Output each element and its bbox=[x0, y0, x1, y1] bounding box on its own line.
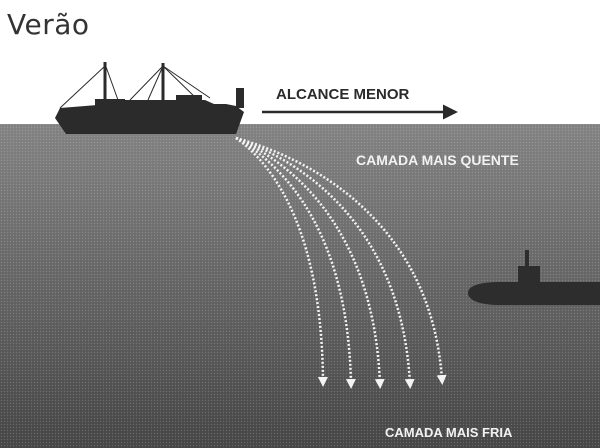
sonar-rays bbox=[235, 136, 447, 389]
sonar-ray bbox=[235, 136, 447, 385]
sonar-ray bbox=[235, 136, 328, 387]
sonar-ray bbox=[235, 136, 356, 389]
cold-layer-label: CAMADA MAIS FRIA bbox=[385, 425, 513, 440]
ship-icon bbox=[55, 62, 244, 134]
sonar-ray bbox=[235, 136, 415, 389]
page-title: Verão bbox=[7, 8, 90, 41]
warm-layer-label: CAMADA MAIS QUENTE bbox=[356, 152, 519, 168]
submarine-icon bbox=[468, 250, 600, 305]
range-label: ALCANCE MENOR bbox=[276, 86, 410, 103]
